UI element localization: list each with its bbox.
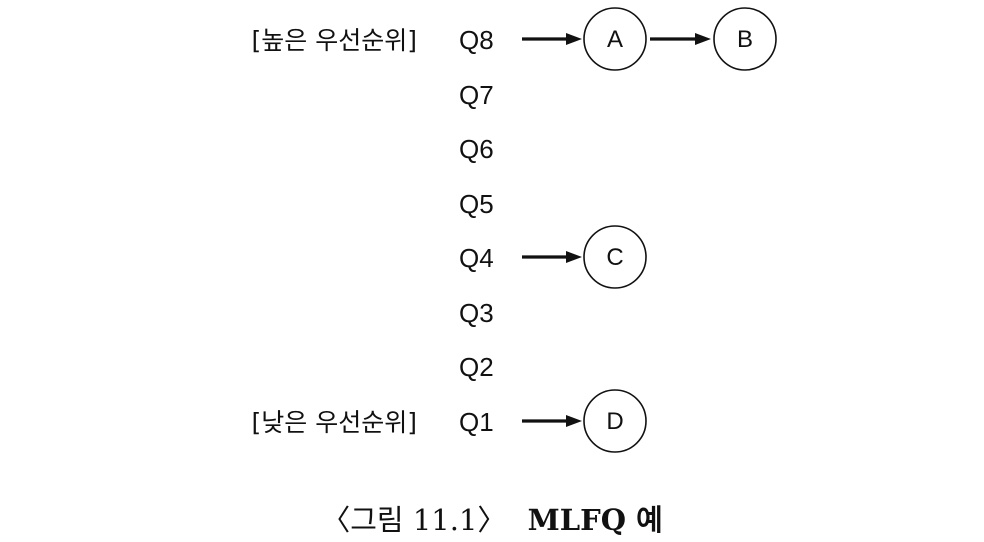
arrow-q1-to-d [522, 415, 582, 427]
queue-label-q5: Q5 [459, 189, 494, 219]
process-node-b-label: B [737, 26, 753, 53]
process-node-c: C [583, 225, 647, 289]
queue-label-q3: Q3 [459, 298, 494, 328]
low-priority-label: [낮은 우선순위] [252, 408, 417, 437]
figure-caption-prefix: 〈그림 11.1〉 [321, 503, 506, 537]
process-node-c-label: C [606, 244, 623, 271]
queue-label-q4: Q4 [459, 243, 494, 273]
figure-caption-title: MLFQ 예 [528, 503, 663, 537]
figure-caption: 〈그림 11.1〉 MLFQ 예 [321, 503, 663, 537]
process-node-a: A [583, 7, 647, 71]
arrow-q8-to-a [522, 33, 582, 45]
process-node-d: D [583, 389, 647, 453]
arrow-q4-to-c [522, 251, 582, 263]
process-node-a-label: A [607, 26, 623, 53]
process-node-d-label: D [606, 408, 623, 435]
queue-label-q8: Q8 [459, 25, 494, 55]
queue-label-q7: Q7 [459, 80, 494, 110]
queue-label-q2: Q2 [459, 352, 494, 382]
process-node-b: B [713, 7, 777, 71]
queue-label-q6: Q6 [459, 134, 494, 164]
arrow-a-to-b [650, 33, 711, 45]
high-priority-label: [높은 우선순위] [252, 26, 417, 55]
queue-label-q1: Q1 [459, 407, 494, 437]
